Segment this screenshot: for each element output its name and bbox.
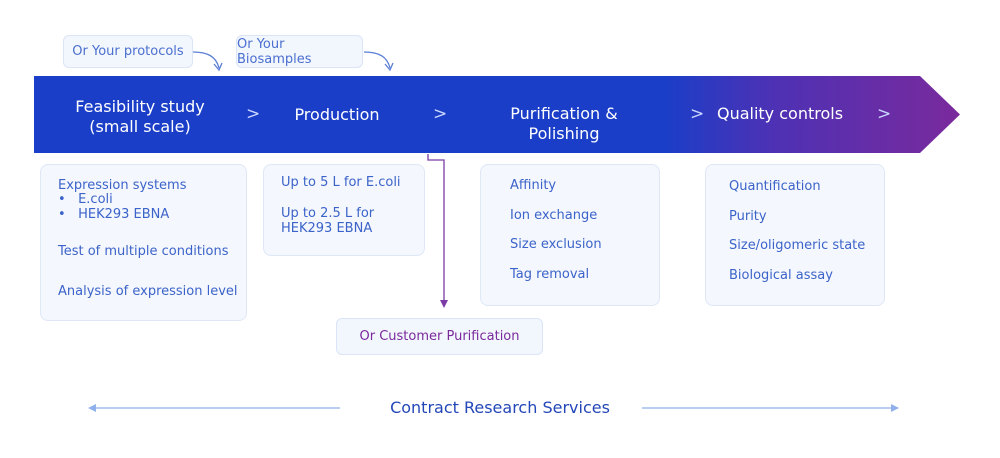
chevron-right-icon: > <box>246 104 261 124</box>
card-purification-item: Affinity <box>510 178 557 193</box>
card-production: Up to 5 L for E.coli Up to 2.5 L for HEK… <box>263 164 425 256</box>
biosamples-arrowhead-icon <box>384 62 394 72</box>
bullet-dot-icon: • <box>58 207 79 222</box>
stage-production-label: Production <box>294 105 380 124</box>
card-purification-item: Size exclusion <box>510 237 602 252</box>
card-quality-item: Biological assay <box>729 268 833 283</box>
bullet-dot-icon: • <box>58 192 79 207</box>
bullet-hek293: • HEK293 EBNA <box>58 207 169 222</box>
card-feasibility-item: Test of multiple conditions <box>58 244 229 259</box>
card-quality: Quantification Purity Size/oligomeric st… <box>705 164 885 306</box>
stage-feasibility-line2: (small scale) <box>89 117 191 136</box>
customer-connector <box>427 154 448 308</box>
note-arrows <box>192 51 394 72</box>
card-production-item-cont: HEK293 EBNA <box>281 221 373 236</box>
connector-arrowhead-icon <box>440 300 448 308</box>
card-feasibility-heading: Expression systems <box>58 178 187 193</box>
card-feasibility: Expression systems • E.coli • HEK293 EBN… <box>40 164 247 321</box>
stage-purification-label: Purification & Polishing <box>510 104 618 143</box>
chevron-right-icon: > <box>690 104 705 124</box>
connector-line <box>427 154 445 300</box>
card-production-item: Up to 2.5 L for <box>281 206 375 221</box>
bullet-ecoli-label: E.coli <box>78 192 113 207</box>
stage-feasibility: Feasibility study (small scale) <box>60 97 220 137</box>
note-your-biosamples: Or Your Biosamples <box>236 35 363 68</box>
card-quality-item: Size/oligomeric state <box>729 238 866 253</box>
footer-left-arrowhead-icon <box>88 404 96 412</box>
customer-purification-label: Or Customer Purification <box>359 329 520 344</box>
stage-quality-label: Quality controls <box>716 104 844 123</box>
card-feasibility-item: Analysis of expression level <box>58 284 238 299</box>
biosamples-arrow-icon <box>363 51 391 69</box>
note-your-protocols-label: Or Your protocols <box>72 44 184 59</box>
card-purification-item: Tag removal <box>510 267 590 282</box>
card-purification: Affinity Ion exchange Size exclusion Tag… <box>480 164 660 306</box>
footer-arrows <box>88 404 899 412</box>
card-production-item: Up to 5 L for E.coli <box>281 175 401 190</box>
stage-quality: Quality controls <box>715 104 845 124</box>
card-purification-item: Ion exchange <box>510 208 598 223</box>
protocols-arrowhead-icon <box>213 62 223 72</box>
bullet-hek293-label: HEK293 EBNA <box>78 207 170 222</box>
footer-title: Contract Research Services <box>390 398 610 417</box>
stage-feasibility-line1: Feasibility study <box>75 97 205 116</box>
note-your-protocols: Or Your protocols <box>63 35 193 68</box>
chevron-right-icon: > <box>877 104 892 124</box>
stage-production: Production <box>282 105 392 125</box>
customer-purification-box: Or Customer Purification <box>336 318 543 355</box>
card-quality-item: Purity <box>729 209 767 224</box>
stage-purification: Purification & Polishing <box>474 104 654 144</box>
card-quality-item: Quantification <box>729 179 821 194</box>
footer-right-arrowhead-icon <box>891 404 899 412</box>
bullet-ecoli: • E.coli <box>58 192 113 207</box>
pipeline-band <box>34 76 960 153</box>
note-your-biosamples-label: Or Your Biosamples <box>237 36 312 67</box>
chevron-right-icon: > <box>433 104 448 124</box>
protocols-arrow-icon <box>192 51 220 69</box>
